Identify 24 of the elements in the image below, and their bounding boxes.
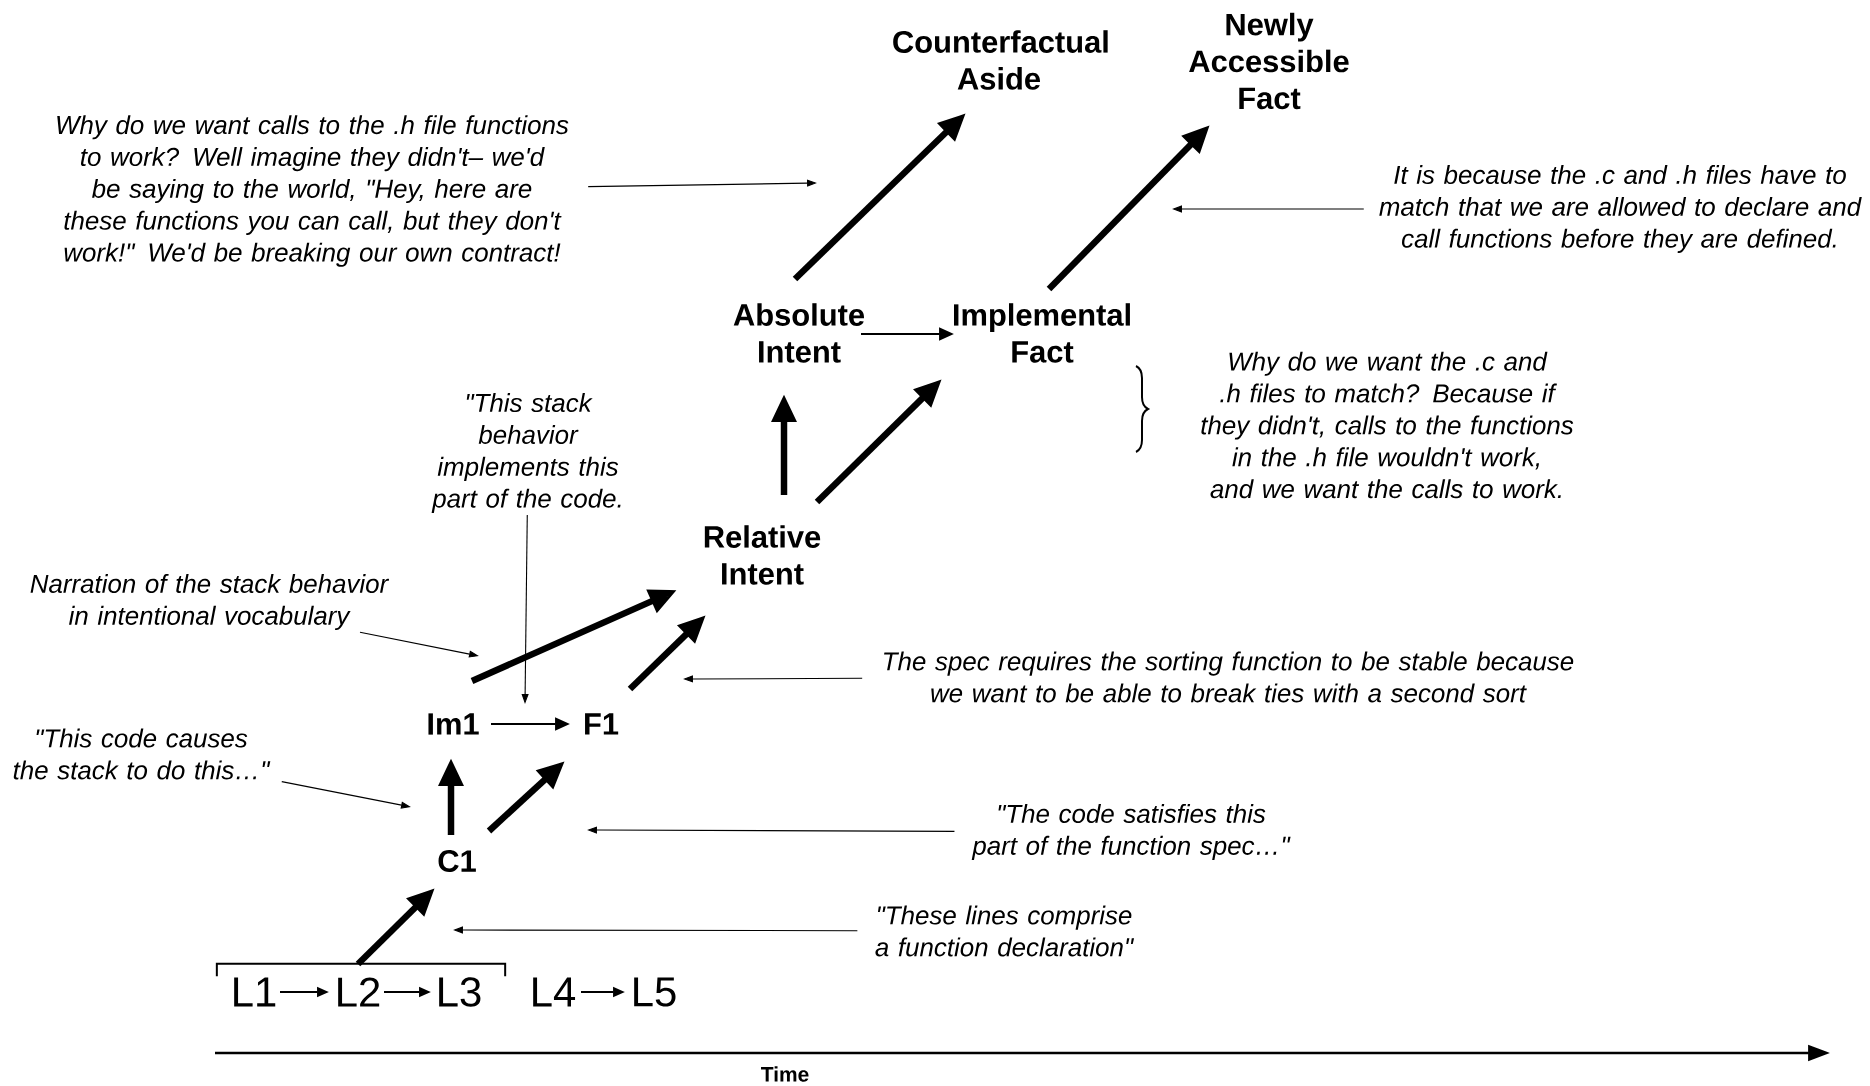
code-line-label: L3	[439, 977, 481, 1007]
annotation-text: Why do we want the .c and .h files to match? Because if they didn't, calls to the functions in the .h file wouldn't work, and we want the calls to work.	[1201, 351, 1574, 499]
concept-label: C1	[438, 850, 476, 872]
concept-label: Counterfactual Aside	[893, 30, 1108, 90]
bracket	[215, 962, 507, 978]
annotation-text: Narration of the stack behavior in intentional vocabulary	[30, 574, 390, 630]
axis-label: Time	[761, 1066, 809, 1082]
concept-label: F1	[585, 713, 619, 735]
concept-label: Im1	[428, 713, 479, 735]
code-line-label: L1	[234, 977, 276, 1007]
annotation-text: The spec requires the sorting function to be stable because we want to be able to break ties with a second sort	[884, 651, 1574, 703]
concept-label: Absolute Intent	[733, 303, 865, 363]
annotation-text: "This stack behavior implements this part of the code.	[431, 393, 621, 513]
code-line-label: L2	[338, 977, 380, 1007]
annotation-text: Why do we want calls to the .h file functions to work? Well imagine they didn't– we'd be saying to the world, "Hey, here are these functions you can call, but they don't work!" We'd be breaking our own contract!	[57, 115, 569, 267]
code-line-label: L4	[533, 977, 576, 1007]
annotation-text: "This code causes the stack to do this…"	[13, 728, 271, 780]
concept-label: Relative Intent	[704, 525, 821, 585]
annotation-text: "These lines comprise a function declaration"	[875, 905, 1135, 957]
annotation-text: "The code satisfies this part of the function spec…"	[971, 804, 1291, 860]
code-line-label: L5	[634, 977, 676, 1007]
annotation-text: It is because the .c and .h files have to match that we are allowed to declare and call functions before they are defined.	[1379, 165, 1862, 253]
concept-label: Newly Accessible Fact	[1189, 12, 1349, 110]
concept-label: Implemental Fact	[953, 303, 1130, 363]
